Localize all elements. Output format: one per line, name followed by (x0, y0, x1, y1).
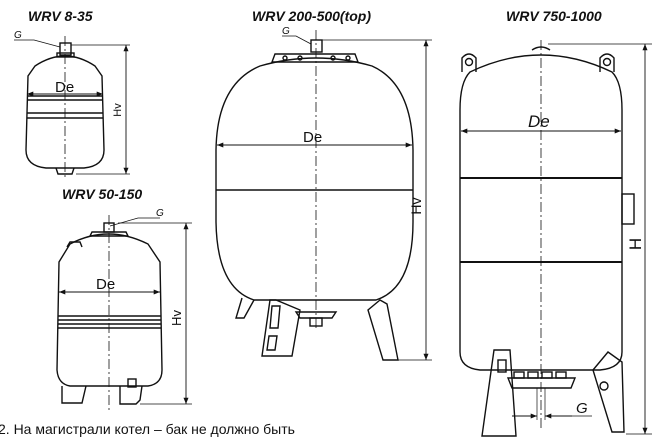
title-wrv-8-35: WRV 8-35 (28, 8, 93, 24)
tank-wrv-200-500-leg-left (261, 299, 301, 357)
tank-wrv-200-500-leg-right (367, 299, 399, 361)
tank-wrv-200-500-body (215, 57, 414, 301)
tank-wrv-50-150-hv-label: Hv (169, 310, 184, 326)
tank-wrv-8-35-hv-label: Hv (112, 103, 124, 117)
tank-wrv-50-150-g-label: G (156, 208, 164, 219)
title-wrv-200-500-top: WRV 200-500(top) (252, 8, 372, 24)
tank-wrv-750-1000-leg-right (592, 351, 625, 433)
tank-wrv-200-500-g-leader (282, 35, 312, 45)
tank-wrv-750-1000-lug-left (461, 53, 477, 72)
tank-wrv-200-500-g-label: G (282, 26, 290, 37)
tank-wrv-8-35-fitting (59, 42, 72, 56)
tank-wrv-200-500-hv-label: Hv (408, 197, 424, 214)
tank-wrv-8-35-body (25, 55, 105, 169)
tank-wrv-750-1000-leg-left (481, 349, 517, 437)
tank-wrv-8-35-g-label: G (14, 30, 22, 41)
tank-wrv-8-35-de-label: De (55, 79, 74, 96)
title-wrv-750-1000: WRV 750-1000 (506, 8, 602, 24)
tank-wrv-50-150-de-label: De (96, 276, 115, 293)
caption-text: 2. На магистрали котел – бак не должно б… (0, 421, 295, 437)
tank-wrv-750-1000-lug-right (599, 53, 615, 72)
tank-wrv-750-1000-de-label: De (528, 112, 550, 131)
tank-wrv-8-35 (14, 36, 130, 178)
tank-wrv-750-1000 (459, 40, 652, 437)
tank-wrv-50-150 (56, 215, 192, 412)
tank-wrv-200-500-top (215, 30, 432, 361)
tank-wrv-8-35-g-leader (14, 39, 61, 48)
tank-wrv-750-1000-g-label: G (576, 400, 588, 417)
tank-wrv-50-150-body (56, 233, 163, 387)
tank-wrv-200-500-de-label: De (303, 129, 322, 146)
title-wrv-50-150: WRV 50-150 (62, 186, 143, 202)
tank-wrv-750-1000-side-flange (621, 193, 635, 225)
tank-wrv-50-150-g-leader (109, 217, 160, 227)
tank-wrv-750-1000-h-label: H (626, 238, 645, 250)
tank-wrv-750-1000-body (459, 54, 623, 371)
